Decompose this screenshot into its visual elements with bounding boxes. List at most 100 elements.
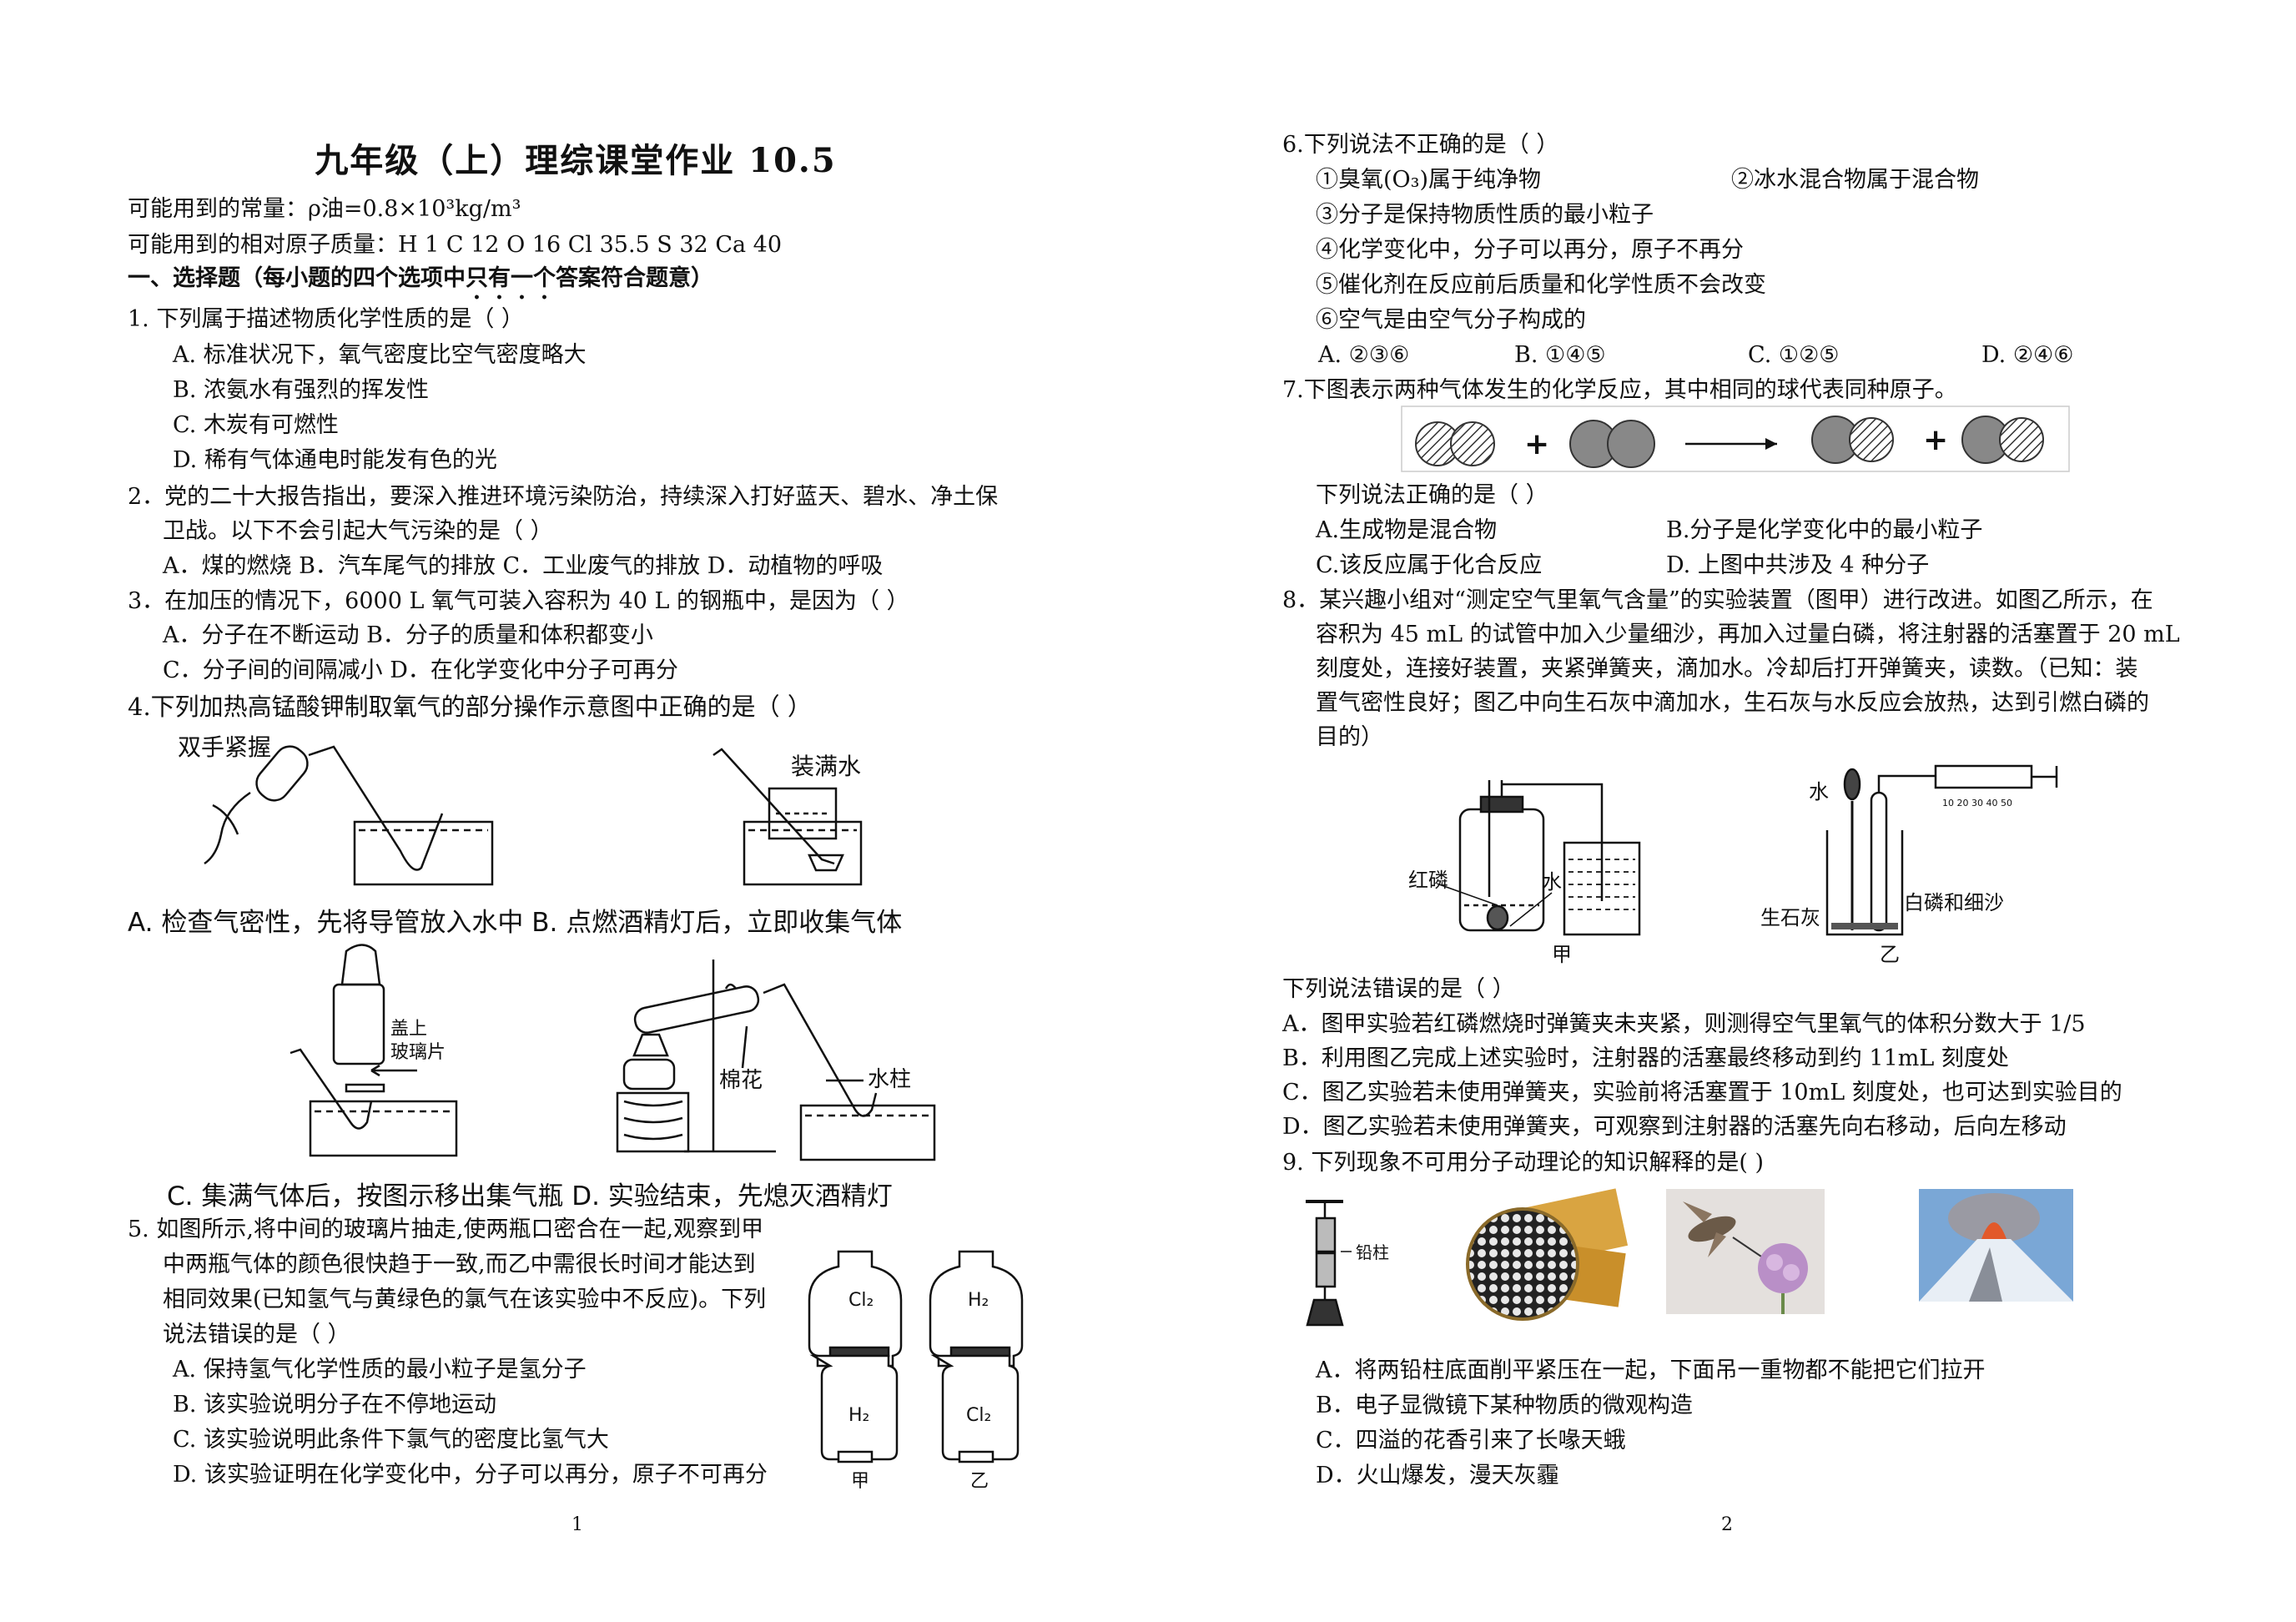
q4-figure-a-group: 双手紧握 xyxy=(178,733,494,886)
q4-figure-d-group: 棉花 水柱 xyxy=(616,960,936,1161)
q9-lead-cylinder-top xyxy=(1315,1216,1337,1253)
q5-jar-yi-bottom xyxy=(930,1354,1020,1461)
q5-jar-jia-top xyxy=(808,1250,903,1368)
q7-atom-hatched-4b xyxy=(1999,417,2044,462)
q5-label-jia: 甲 xyxy=(851,1471,869,1492)
q4d-wood-grain xyxy=(623,1100,683,1141)
q9-lead-cylinder-bottom xyxy=(1315,1252,1337,1288)
q6-stem: 6.下列说法不正确的是（ ） xyxy=(1282,132,1559,158)
q8-jia-pointer-water xyxy=(1509,892,1553,927)
q8-label-water: 水 xyxy=(1542,870,1562,894)
q9-volcano-lava xyxy=(1981,1222,2006,1239)
q4d-clamp xyxy=(724,983,738,990)
q9-volcano-ash-cloud xyxy=(1948,1193,2040,1243)
q8-label-quicklime: 生石灰 xyxy=(1760,906,1820,929)
q5-stem-line1: 5. 如图所示,将中间的玻璃片抽走,使两瓶口密合在一起,观察到甲 xyxy=(128,1216,764,1242)
q9-weight xyxy=(1306,1298,1344,1327)
q7-diagram-frame xyxy=(1401,406,2070,472)
q4a-delivery-tube xyxy=(308,745,444,871)
q4-label-cotton: 棉花 xyxy=(719,1068,763,1093)
q8-yi-dropper-bulb xyxy=(1843,768,1861,801)
q4-label-water-column: 水柱 xyxy=(868,1067,911,1092)
q1-option-c: C. 木炭有可燃性 xyxy=(173,412,339,438)
q8-sub-stem: 下列说法错误的是（ ） xyxy=(1282,976,1515,1002)
q6-statement-3: ③分子是保持物质性质的最小粒子 xyxy=(1316,202,1654,228)
q9-moth-body xyxy=(1688,1216,1736,1242)
q8-label-white-p: 白磷和细沙 xyxy=(1904,891,2004,914)
q4-label-hands: 双手紧握 xyxy=(178,733,271,761)
q7-atom-hatched-1b xyxy=(1450,421,1495,466)
q8-jia-beaker xyxy=(1563,841,1641,936)
q9-moth-proboscis xyxy=(1732,1237,1767,1261)
q8-syringe-ticks: 10 20 30 40 50 xyxy=(1942,798,2012,808)
q4-figure-b-group: 装满水 xyxy=(712,748,863,886)
q6-statement-4: ④化学变化中，分子可以再分，原子不再分 xyxy=(1316,237,1744,263)
q5-stem-line3: 相同效果(已知氢气与黄绿色的氯气在该实验中不反应)。下列 xyxy=(163,1287,767,1312)
q8-stem-line2: 容积为 45 mL 的试管中加入少量细沙，再加入过量白磷，将注射器的活塞置于 2… xyxy=(1316,622,2180,647)
q5-stem-line4: 说法错误的是（ ） xyxy=(163,1322,350,1347)
q4c-delivery-tube xyxy=(290,1048,373,1130)
q8-stem-line4: 置气密性良好；图乙中向生石灰中滴加水，生石灰与水反应会放热，达到引燃白磷的 xyxy=(1316,690,2149,716)
section-heading-prefix: 一、选择题（每小题的四个选项中 xyxy=(128,265,466,291)
q2-options: A．煤的燃烧 B．汽车尾气的排放 C．工业废气的排放 D．动植物的呼吸 xyxy=(163,553,884,579)
q5-jar-yi-top xyxy=(929,1250,1024,1368)
q4-label-cover1: 盖上 xyxy=(390,1019,427,1040)
q9-label-lead: 铅柱 xyxy=(1356,1242,1389,1262)
q6-option-b: B. ①④⑤ xyxy=(1514,342,1606,368)
q4d-alcohol-lamp xyxy=(622,1058,676,1091)
page-title: 九年级（上）理综课堂作业 10.5 xyxy=(315,141,837,180)
q5-option-b: B. 该实验说明分子在不停地运动 xyxy=(173,1392,497,1418)
q9-option-d: D．火山爆发，漫天灰霾 xyxy=(1316,1463,1559,1489)
q4c-trough xyxy=(309,1100,458,1157)
q4b-shelf xyxy=(808,854,844,872)
q4d-wood-block xyxy=(616,1091,690,1153)
q8-stem-line3: 刻度处，连接好装置，夹紧弹簧夹，滴加水。冷却后打开弹簧夹，读数。（已知：装 xyxy=(1316,656,2138,682)
q4-caption-ab: A. 检查气密性，先将导管放入水中 B. 点燃酒精灯后，立即收集气体 xyxy=(128,908,903,938)
q8-jia-pointer-red xyxy=(1438,884,1498,906)
q8-yi-beaker xyxy=(1825,830,1904,936)
q4a-hand xyxy=(204,791,251,865)
q7-option-a: A.生成物是混合物 xyxy=(1316,517,1498,543)
q8-option-d: D．图乙实验若未使用弹簧夹，可观察到注射器的活塞先向右移动，后向左移动 xyxy=(1282,1114,2067,1140)
q7-atom-gray-2b xyxy=(1607,420,1655,468)
q1-option-a: A. 标准状况下，氧气密度比空气密度略大 xyxy=(173,342,587,368)
section-heading-emphasis: 只有一个 xyxy=(466,265,556,291)
q2-stem-line2: 卫战。以下不会引起大气污染的是（ ） xyxy=(163,518,553,544)
q4c-gas-jar xyxy=(332,983,385,1065)
q8-stem-line1: 8．某兴趣小组对“测定空气里氧气含量”的实验装置（图甲）进行改进。如图乙所示，在 xyxy=(1282,587,2153,613)
q7-stem: 7.下图表示两种气体发生的化学反应，其中相同的球代表同种原子。 xyxy=(1282,377,1957,403)
q8-jia-spoon xyxy=(1488,780,1503,897)
page-number-2: 2 xyxy=(1721,1514,1733,1535)
q1-option-b: B. 浓氨水有强烈的挥发性 xyxy=(173,377,430,403)
atomic-masses-line: 可能用到的相对原子质量：H 1 C 12 O 16 Cl 35.5 S 32 C… xyxy=(128,232,783,258)
q5-option-d: D. 该实验证明在化学变化中，分子可以再分，原子不可再分 xyxy=(173,1462,768,1488)
q9-option-a: A．将两铅柱底面削平紧压在一起，下面吊一重物都不能把它们拉开 xyxy=(1316,1358,1986,1383)
q7-option-d: D. 上图中共涉及 4 种分子 xyxy=(1666,552,1930,578)
q5-jar-jia-neck xyxy=(837,1450,874,1463)
q6-statement-2: ②冰水混合物属于混合物 xyxy=(1731,167,1979,193)
q5-jar-yi-bottom-label: Cl₂ xyxy=(966,1405,991,1426)
q5-jar-jia-bottom xyxy=(809,1354,899,1461)
section-heading: 一、选择题（每小题的四个选项中只有一个答案符合题意） xyxy=(128,265,713,305)
q9-moth-wings xyxy=(1683,1201,1726,1257)
q8-label-red-p: 红磷 xyxy=(1408,869,1448,892)
q8-option-a: A．图甲实验若红磷燃烧时弹簧夹未夹紧，则测得空气里氧气的体积分数大于 1/5 xyxy=(1282,1011,2086,1037)
q8-figure-yi xyxy=(1825,764,2058,936)
q7-plus-2: + xyxy=(1923,423,1948,457)
q4b-delivery-tube xyxy=(712,748,835,865)
q9-volcano-mountain xyxy=(1919,1239,2073,1302)
q5-jar-yi-neck xyxy=(958,1450,994,1463)
q9-flower-petal-1 xyxy=(1766,1254,1783,1271)
q8-label-yi: 乙 xyxy=(1880,943,1900,966)
q9-stem: 9. 下列现象不可用分子动理论的知识解释的是( ) xyxy=(1282,1150,1764,1176)
q5-jar-yi-top-label: H₂ xyxy=(968,1290,989,1311)
q8-option-c: C．图乙实验若未使用弹簧夹，实验前将活塞置于 10mL 刻度处，也可达到实验目的 xyxy=(1282,1080,2122,1106)
q4d-test-tube xyxy=(633,985,760,1034)
q4-label-full-water: 装满水 xyxy=(791,753,861,780)
q5-jar-jia-top-label: Cl₂ xyxy=(848,1290,874,1311)
section-heading-suffix: 答案符合题意） xyxy=(556,265,713,291)
q4-caption-cd: C. 集满气体后，按图示移出集气瓶 D. 实验结束，先熄灭酒精灯 xyxy=(167,1181,893,1211)
